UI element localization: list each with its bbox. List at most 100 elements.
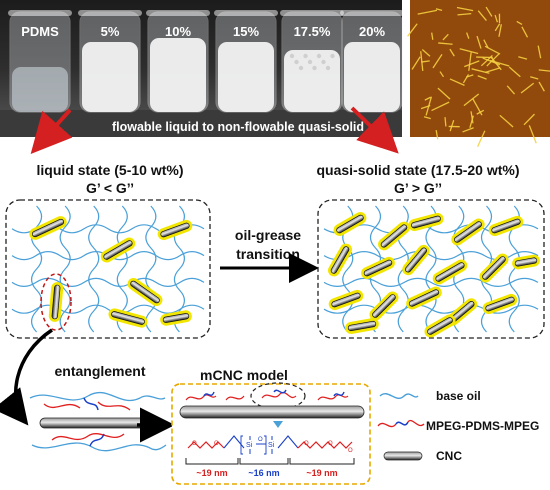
afm-crystal [435,8,443,12]
afm-crystal [485,6,493,17]
vial: PDMS [8,10,72,113]
cnc-particle [127,277,163,307]
afm-crystal [489,59,510,67]
afm-crystal [537,45,542,59]
afm-crystal [449,48,455,57]
afm-crystal [518,56,528,60]
entanglement-label: entanglement [54,363,145,379]
afm-crystal [516,20,523,26]
transition-arrow: oil-grease transition [220,227,319,283]
cnc-particle [29,216,67,240]
cnc-particle [328,289,364,311]
entanglement-highlight [40,273,72,331]
mpeg-pdms-mpeg-structure: O O Si O Si O O O [187,435,353,455]
svg-text:O: O [258,437,263,443]
afm-crystal [423,116,431,120]
cnc-particle [100,237,136,263]
afm-micrograph [407,0,550,148]
afm-crystal [506,85,516,95]
legend-base-oil-swatch [379,393,419,399]
base-oil-chain [323,277,539,287]
afm-crystal [477,10,487,21]
vial-label: 15% [233,24,259,39]
afm-crystal [449,119,455,132]
vial: 15% [214,10,278,113]
vial: 17.5% [280,10,344,113]
cnc-particle [157,219,193,241]
afm-crystal [468,52,472,71]
cnc-particle [406,286,442,310]
liquid-network-panel [5,199,211,339]
liquid-state-title: liquid state (5-10 wt%) [36,162,183,178]
mcnc-model-panel: O O Si O Si O O O ~19 nm ~16 nm ~19 nm [171,382,371,485]
afm-crystal [431,32,434,40]
base-oil-chain [59,205,71,333]
afm-crystal [483,39,489,49]
cnc-rod [39,417,153,429]
vial-label: 17.5% [294,24,331,39]
svg-text:O: O [192,441,197,447]
cnc-particle [328,243,352,277]
afm-crystal [494,14,498,23]
si-label-1: Si [246,442,253,449]
quasi-state-relation: G’ > G’’ [394,180,442,196]
legend-base-oil-label: base oil [436,389,481,403]
liquid-state-relation: G’ < G’’ [86,180,134,196]
transition-label-1: oil-grease [235,227,301,243]
vial-label: 20% [359,24,385,39]
afm-crystal [439,71,445,78]
cnc-particle [488,215,524,237]
cnc-particle [482,293,518,315]
base-oil-chain [425,205,437,333]
afm-crystal [407,23,418,37]
cnc-particle [333,212,367,236]
afm-crystal [530,76,539,80]
afm-crystal [472,98,483,116]
segment-length-2: ~16 nm [248,468,279,478]
cnc-particle [378,221,410,251]
afm-crystal [469,115,474,128]
vial: 5% [78,10,142,113]
afm-crystal [462,74,470,84]
afm-crystal [538,69,550,72]
afm-crystal [494,23,501,32]
quasi-solid-network-panel [317,199,545,339]
afm-crystal [411,56,421,70]
vial-label: 5% [101,24,120,39]
cnc-particle [345,318,379,334]
cnc-particle [48,282,64,322]
red-arrow-right [350,106,399,154]
base-oil-chain [88,205,100,333]
afm-crystal [442,33,449,41]
cnc-particle [479,253,509,283]
afm-crystal [485,67,501,73]
vial-photo: PDMS 5% 10% 15% 17.5% 20% flowable liquid to … [0,0,404,137]
afm-crystal [462,127,474,133]
afm-crystal [486,53,500,67]
entanglement-arrow [0,328,53,426]
mcnc-rod [179,405,365,419]
afm-crystal [521,26,529,38]
afm-crystal [520,82,535,94]
afm-crystal [508,66,521,78]
afm-crystal [432,54,443,69]
afm-crystal [538,81,545,92]
cnc-particle [361,256,395,280]
afm-crystal [523,113,535,126]
vial-label: 10% [165,24,191,39]
cnc-particle [451,218,485,246]
quasi-state-title: quasi-solid state (17.5-20 wt%) [316,162,519,178]
zoom-highlight [250,382,306,410]
afm-crystal [466,74,474,78]
afm-crystal [457,13,472,16]
photo-caption: flowable liquid to non-flowable quasi-so… [112,120,364,134]
vial: 20% [340,10,404,113]
legend: base oil MPEG-PDMS-MPEG CNC [377,389,539,463]
afm-crystal [459,48,479,55]
segment-length-1: ~19 nm [196,468,227,478]
cnc-particle [369,291,399,321]
legend-cnc-label: CNC [436,449,462,463]
afm-crystal [463,93,480,107]
afm-crystal [435,130,439,140]
